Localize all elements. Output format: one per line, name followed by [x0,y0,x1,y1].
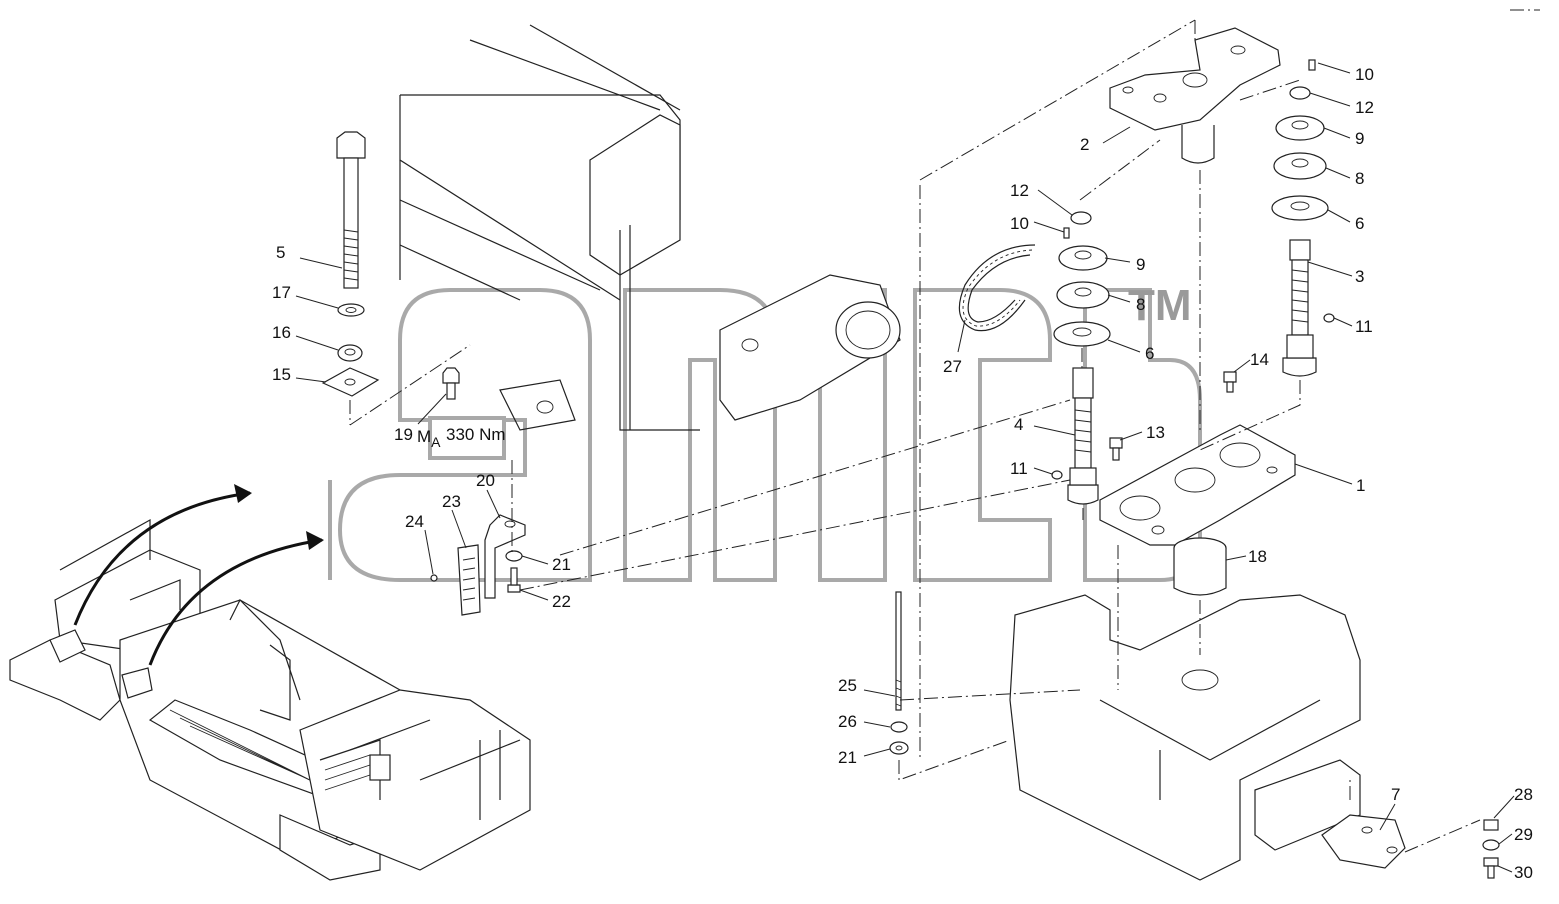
lower-frame [1009,594,1361,881]
callout-5: 5 [276,243,285,262]
callout-4: 4 [1014,415,1023,434]
bushing-18 [1173,537,1227,596]
sprocket-stack-center [1051,211,1111,505]
callout-21: 21 [552,555,571,574]
callout-24: 24 [405,512,424,531]
main-frame [399,24,901,431]
machine-overview [9,484,531,881]
callout-10-center: 10 [1010,214,1029,233]
sprocket-stack-right [1109,59,1335,461]
callout-8-center: 8 [1136,295,1145,314]
callout-12: 12 [1355,98,1374,117]
callout-11-center: 11 [1010,459,1028,478]
trademark-mark: TM [1128,281,1192,330]
callout-14: 14 [1250,350,1269,369]
callout-12-center: 12 [1010,181,1029,200]
base-plate-1 [1099,424,1296,546]
callout-26: 26 [838,712,857,731]
long-rod-25 [889,591,909,755]
callout-25: 25 [838,676,857,695]
bracket-7 [1321,814,1500,879]
callout-9-center: 9 [1136,255,1145,274]
callout-13: 13 [1146,423,1165,442]
chain-27 [958,244,1036,332]
callout-15: 15 [272,365,291,384]
callout-17: 17 [272,283,291,302]
bolt-assembly-left [321,131,380,425]
callout-6: 6 [1355,214,1364,233]
callout-3: 3 [1355,267,1364,286]
callout-8: 8 [1355,169,1364,188]
assembly-lines [349,9,1540,853]
callout-30: 30 [1514,863,1533,882]
callout-19: 19 [394,425,413,444]
callout-1: 1 [1356,476,1365,495]
callout-10: 10 [1355,65,1374,84]
callout-21-lower: 21 [838,748,857,767]
callout-22: 22 [552,592,571,611]
torque-symbol: MA [417,427,441,450]
callout-7: 7 [1391,785,1400,804]
torque-spec-box: MA 330 Nm [417,416,506,460]
top-plate-2 [1109,27,1281,164]
callout-29: 29 [1514,825,1533,844]
callout-11: 11 [1355,317,1373,336]
callout-27: 27 [943,357,962,376]
torque-value: 330 Nm [446,425,506,444]
callout-6-center: 6 [1145,344,1154,363]
callout-9: 9 [1355,129,1364,148]
callout-2: 2 [1080,135,1089,154]
bolt-19 [442,367,460,400]
callout-23: 23 [442,492,461,511]
callout-16: 16 [272,323,291,342]
callouts: 10 12 9 8 6 3 11 14 13 1 18 2 12 10 9 8 … [272,65,1533,882]
leader-lines [295,62,1515,873]
callout-28: 28 [1514,785,1533,804]
callout-18: 18 [1248,547,1267,566]
callout-20: 20 [476,471,495,490]
bracket-assembly [430,460,526,616]
